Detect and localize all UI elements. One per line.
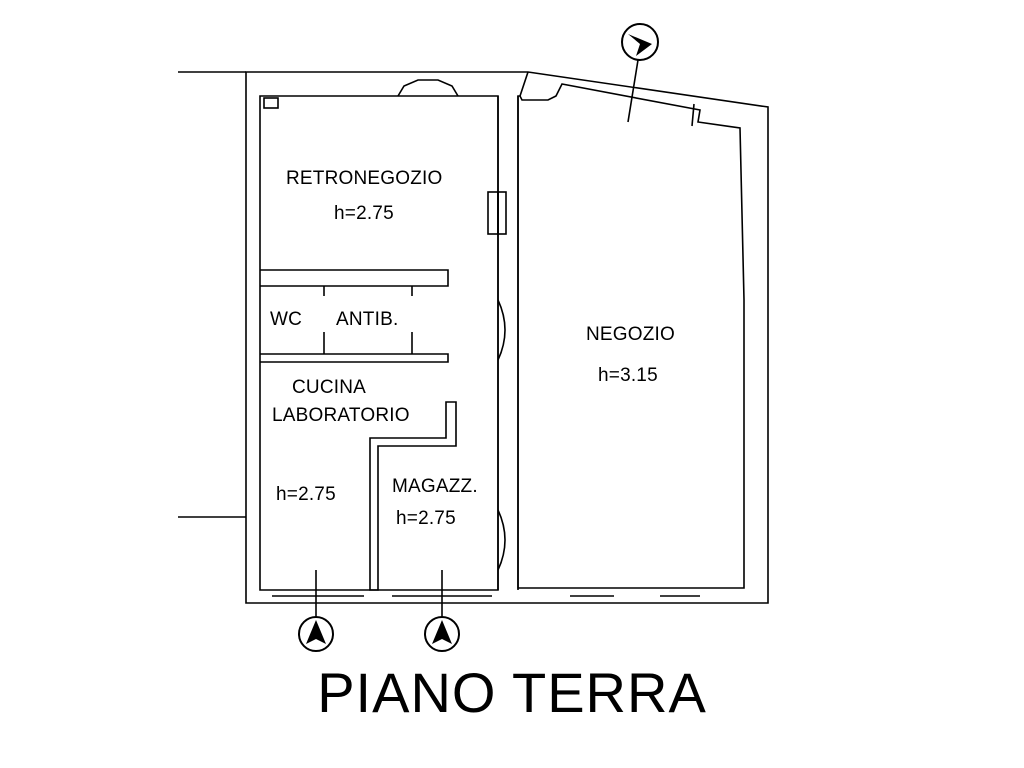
pilaster-top bbox=[691, 103, 695, 127]
room-label-wc: WC bbox=[270, 309, 303, 330]
room-label-negozio: NEGOZIO bbox=[586, 324, 676, 345]
door-recess-2 bbox=[497, 191, 507, 235]
small-square bbox=[263, 97, 279, 109]
section-marker-left-icon bbox=[298, 616, 334, 652]
negozio-inner-wall bbox=[517, 83, 745, 589]
room-label-cucina-line1: CUCINA bbox=[292, 377, 367, 398]
room-height-cucina: h=2.75 bbox=[276, 484, 336, 505]
magazz-wall bbox=[369, 401, 457, 591]
room-height-magazz: h=2.75 bbox=[396, 508, 456, 529]
section-marker-right-icon bbox=[424, 616, 460, 652]
section-line-top bbox=[627, 59, 639, 123]
room-label-retronegozio: RETRONEGOZIO bbox=[286, 168, 443, 189]
section-marker-top-icon bbox=[621, 23, 659, 61]
door-recess-1 bbox=[487, 191, 499, 235]
room-label-cucina-line2: LABORATORIO bbox=[272, 405, 410, 426]
outer-wall bbox=[245, 71, 769, 604]
room-label-antib: ANTIB. bbox=[336, 309, 399, 330]
door-arc-2 bbox=[497, 509, 506, 571]
retronegozio-wall bbox=[260, 269, 449, 287]
pilaster-top-left bbox=[519, 71, 529, 97]
room-height-retronegozio: h=2.75 bbox=[334, 203, 394, 224]
bath-wall bbox=[260, 353, 449, 363]
chimney bbox=[397, 79, 459, 97]
room-height-negozio: h=3.15 bbox=[598, 365, 658, 386]
door-arc-1 bbox=[497, 299, 506, 361]
room-label-magazz: MAGAZZ. bbox=[392, 476, 478, 497]
plan-title: PIANO TERRA bbox=[317, 661, 707, 724]
